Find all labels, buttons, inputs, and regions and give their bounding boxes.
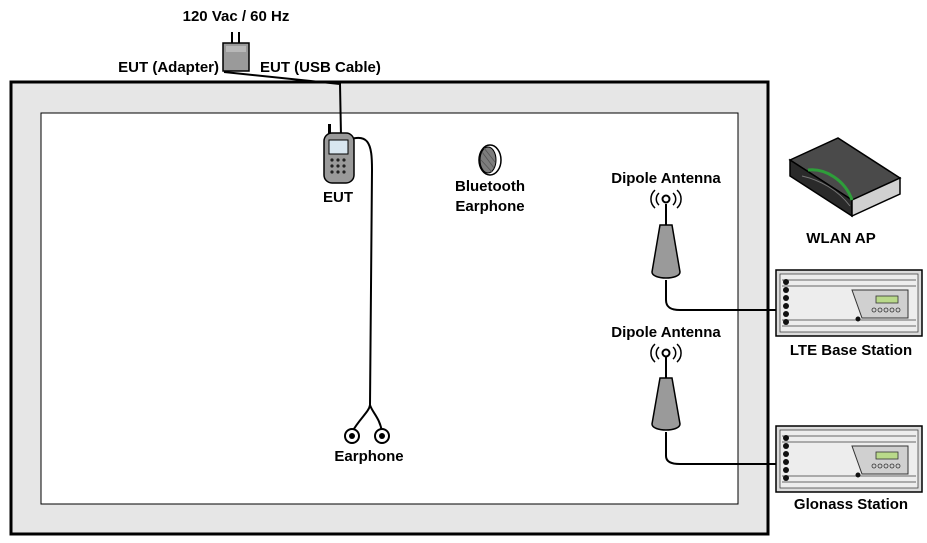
bluetooth-earphone-label-line1: Bluetooth <box>455 178 525 195</box>
mobile-phone-icon <box>323 124 355 184</box>
usb-cable-label: EUT (USB Cable) <box>260 59 381 76</box>
dipole-antenna-label-2: Dipole Antenna <box>611 324 721 341</box>
antenna-cable-lte <box>665 280 782 311</box>
eut-label: EUT <box>323 189 353 206</box>
earphone-label: Earphone <box>334 448 403 465</box>
dipole-antenna-label-1: Dipole Antenna <box>611 170 721 187</box>
antenna-icon <box>650 343 682 431</box>
earphone-icon <box>344 428 390 444</box>
power-supply-label: 120 Vac / 60 Hz <box>183 8 290 25</box>
earphone-cable-line <box>338 136 374 433</box>
antenna-cable-glonass <box>665 432 782 465</box>
bluetooth-earphone-label-line2: Earphone <box>455 198 524 215</box>
adapter-label: EUT (Adapter) <box>118 59 219 76</box>
wlan-ap-label: WLAN AP <box>806 230 875 247</box>
usb-cable-line <box>223 71 342 137</box>
glonass-station-label: Glonass Station <box>794 496 908 513</box>
rack-station-icon <box>775 425 923 493</box>
router-icon <box>788 137 902 218</box>
bluetooth-earphone-icon <box>478 144 502 176</box>
antenna-icon <box>650 189 682 279</box>
chamber-inner-area <box>40 112 739 505</box>
cables <box>223 71 782 465</box>
rack-station-icon <box>775 269 923 337</box>
lte-station-label: LTE Base Station <box>790 342 912 359</box>
power-adapter-icon <box>222 32 250 72</box>
